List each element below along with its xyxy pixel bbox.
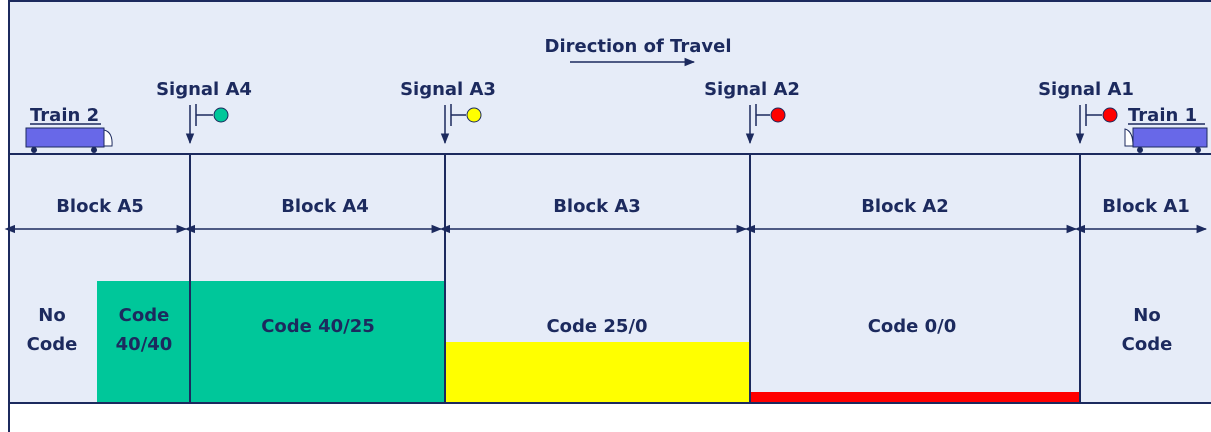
signal-a4-label: Signal A4 (156, 79, 252, 100)
code-label-25-0: Code 25/0 (546, 316, 647, 337)
train-2 (25, 127, 113, 153)
code-label-0-0: Code 0/0 (868, 316, 957, 337)
block-a1-label: Block A1 (1102, 196, 1190, 217)
signal-a3-label: Signal A3 (400, 79, 496, 100)
signal-a1-lamp-red (1102, 107, 1118, 123)
signal-a3 (440, 104, 482, 145)
signal-a2 (745, 104, 786, 145)
signal-a3-lamp-yellow (466, 107, 482, 123)
code-label-40-40-1: Code (119, 305, 170, 326)
code-label-no-code-left-2: Code (27, 334, 78, 355)
block-a3-label: Block A3 (553, 196, 641, 217)
signal-a1-label: Signal A1 (1038, 79, 1134, 100)
train-1 (1124, 127, 1208, 153)
code-fill-25-0 (446, 342, 750, 403)
signal-a2-label: Signal A2 (704, 79, 800, 100)
code-label-no-code-right-1: No (1133, 305, 1160, 326)
code-label-40-25: Code 40/25 (261, 316, 375, 337)
train-2-label: Train 2 (30, 105, 99, 126)
code-label-no-code-left-1: No (38, 305, 65, 326)
code-label-no-code-right-2: Code (1122, 334, 1173, 355)
train-1-label: Train 1 (1128, 105, 1197, 126)
signal-a1 (1075, 104, 1118, 145)
code-fill-40-25 (190, 281, 445, 403)
code-label-40-40-2: 40/40 (116, 334, 173, 355)
code-fill-40-40 (97, 281, 190, 403)
block-a2-label: Block A2 (861, 196, 949, 217)
signal-a4-lamp-green (213, 107, 229, 123)
block-a5-label: Block A5 (56, 196, 144, 217)
block-a4-label: Block A4 (281, 196, 369, 217)
signal-a4 (185, 104, 229, 145)
signal-a2-lamp-red (770, 107, 786, 123)
bottom-strip (10, 404, 1211, 432)
direction-label: Direction of Travel (545, 36, 732, 57)
code-fill-0-0 (751, 392, 1080, 403)
